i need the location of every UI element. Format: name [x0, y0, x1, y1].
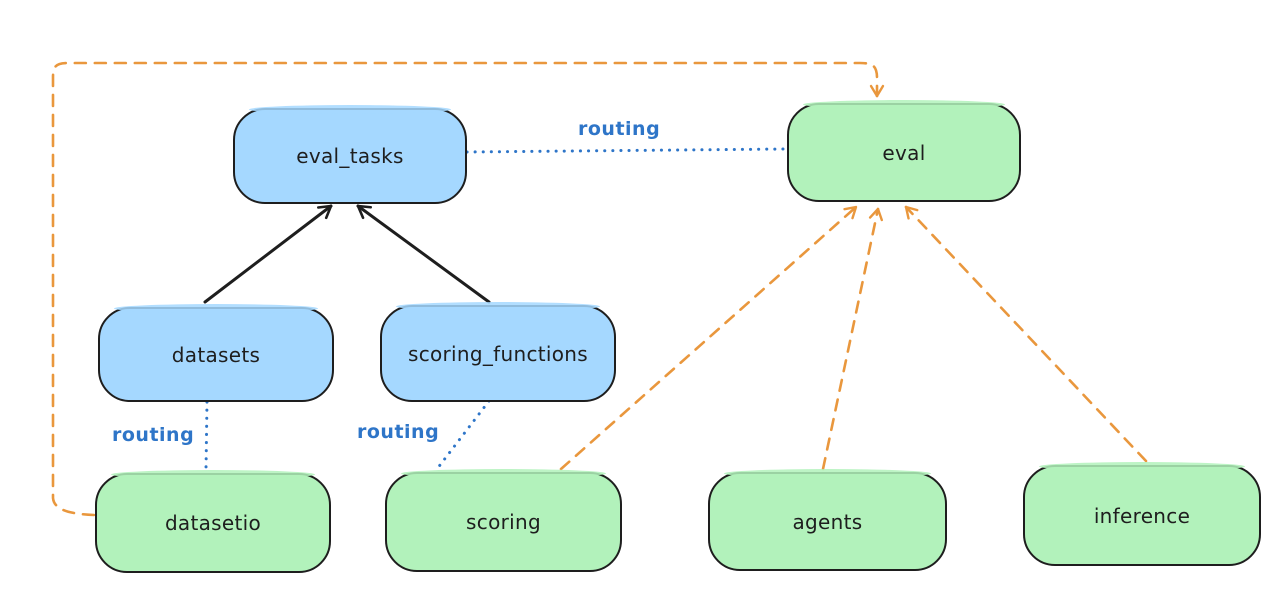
node-scoring: scoring	[385, 469, 622, 572]
routing-label-datasets-datasetio: routing	[112, 424, 195, 446]
node-datasets: datasets	[98, 304, 334, 402]
edge-scoring-functions-to-eval-tasks	[356, 204, 491, 304]
node-eval-label: eval	[882, 140, 926, 165]
node-scoring-functions: scoring_functions	[380, 302, 616, 402]
node-eval-tasks-label: eval_tasks	[296, 144, 404, 168]
node-agents-label: agents	[792, 509, 863, 534]
node-scoring-functions-label: scoring_functions	[407, 341, 589, 366]
node-agents: agents	[708, 469, 947, 571]
node-datasetio: datasetio	[95, 470, 331, 573]
edge-agents-to-eval	[821, 207, 884, 471]
edge-scoring-to-eval	[559, 205, 858, 471]
edge-inference-to-eval	[904, 205, 1148, 463]
edge-eval-tasks-eval-routing	[465, 147, 787, 154]
routing-label-eval-tasks-eval: routing	[578, 118, 661, 140]
edge-datasetio-to-eval	[51, 61, 885, 517]
routing-label-scoring-functions-scoring: routing	[357, 421, 440, 443]
node-datasets-label: datasets	[171, 342, 261, 367]
node-inference-label: inference	[1093, 503, 1191, 528]
edge-datasets-datasetio-routing	[204, 400, 209, 471]
edge-datasets-to-eval-tasks	[203, 204, 333, 304]
node-datasetio-label: datasetio	[164, 511, 262, 535]
node-eval-tasks: eval_tasks	[233, 105, 467, 204]
edge-scoring-functions-scoring-routing	[435, 399, 491, 471]
node-scoring-label: scoring	[466, 510, 541, 534]
node-eval: eval	[787, 100, 1021, 202]
node-inference: inference	[1023, 462, 1261, 566]
